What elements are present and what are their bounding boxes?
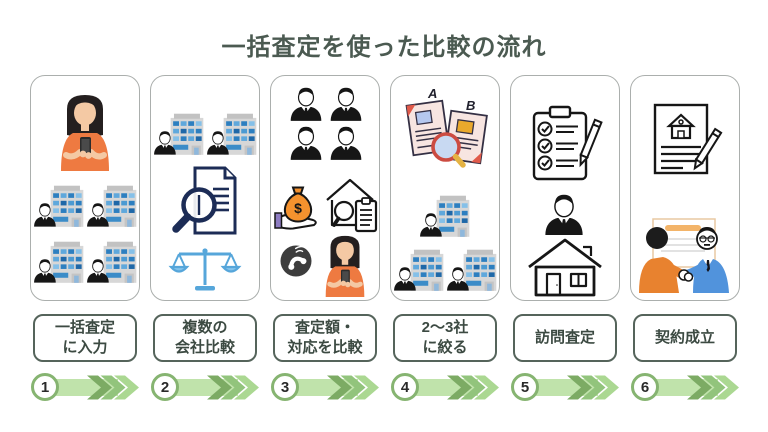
label-line: に入力	[62, 339, 108, 356]
step-number-badge: 1	[31, 373, 59, 401]
document-magnifier-icon	[172, 166, 237, 235]
step-3-panel: $	[270, 75, 380, 301]
balance-scale-icon	[168, 248, 242, 291]
businessperson-icon	[290, 126, 322, 160]
step-2-arrow: 2	[150, 372, 260, 403]
step-column-5: 訪問査定 5	[510, 75, 620, 403]
label-line: 会社比較	[174, 339, 235, 356]
office-building-agent-icon	[87, 242, 136, 283]
label-line: 訪問査定	[534, 329, 595, 346]
step-3-arrow: 3	[270, 372, 380, 403]
businessperson-icon	[330, 87, 362, 121]
step-6-arrow: 6	[630, 372, 740, 403]
businessperson-icon	[330, 126, 362, 160]
businessperson-icon	[290, 87, 322, 121]
doc-a-label: A	[427, 86, 437, 101]
page-title: 一括査定を使った比較の流れ	[221, 34, 547, 61]
step-column-4: A B 2〜3社 に絞る 4	[390, 75, 500, 403]
money-bag-in-hand-icon: $	[274, 186, 317, 230]
label-line: 契約成立	[654, 329, 715, 346]
checklist-clipboard-pencil-icon	[532, 105, 603, 181]
step-column-2: 複数の 会社比較 2	[150, 75, 260, 403]
step-6-label: 契約成立	[633, 314, 737, 362]
woman-using-smartphone-icon	[326, 236, 365, 297]
house-appraisal-clipboard-icon	[326, 178, 378, 233]
office-building-agent-icon	[447, 250, 496, 291]
step-5-label: 訪問査定	[513, 314, 617, 362]
step-number-badge: 2	[151, 373, 179, 401]
businessperson-icon	[544, 193, 584, 235]
step-column-6: 契約成立 6	[630, 75, 740, 403]
step-6-panel	[630, 75, 740, 301]
step-5-arrow: 5	[510, 372, 620, 403]
step-1-arrow: 1	[30, 372, 140, 403]
step-1-panel	[30, 75, 140, 301]
step-4-arrow: 4	[390, 372, 500, 403]
office-building-agent-icon	[34, 186, 83, 227]
step-2-panel	[150, 75, 260, 301]
label-line: に絞る	[422, 339, 468, 356]
step-1-label: 一括査定 に入力	[33, 314, 137, 362]
office-building-agent-icon	[34, 242, 83, 283]
step-number-badge: 3	[271, 373, 299, 401]
label-line: 複数の	[182, 319, 228, 336]
step-number-badge: 5	[511, 373, 539, 401]
step-5-panel	[510, 75, 620, 301]
documents-a-b-compare-icon: A B	[405, 86, 488, 168]
step-column-3: $	[270, 75, 380, 403]
label-line: 一括査定	[54, 319, 115, 336]
office-building-agent-icon	[154, 114, 203, 155]
label-line: 2〜3社	[421, 319, 469, 336]
step-number-badge: 4	[391, 373, 419, 401]
label-line: 対応を比較	[287, 339, 363, 356]
doc-b-label: B	[466, 98, 475, 113]
handshake-agreement-icon	[639, 218, 729, 293]
contract-document-pen-icon	[653, 103, 723, 175]
step-4-label: 2〜3社 に絞る	[393, 314, 497, 362]
woman-using-smartphone-icon	[61, 95, 109, 171]
office-building-agent-icon	[394, 250, 443, 291]
steps-row: 一括査定 に入力 1	[30, 75, 740, 403]
step-number-badge: 6	[631, 373, 659, 401]
step-2-label: 複数の 会社比較	[153, 314, 257, 362]
office-building-agent-icon	[87, 186, 136, 227]
office-building-agent-icon	[420, 196, 469, 237]
dollar-sign: $	[294, 200, 302, 216]
label-line: 査定額・	[294, 319, 355, 336]
step-3-label: 査定額・ 対応を比較	[273, 314, 377, 362]
house-outline-icon	[528, 238, 602, 297]
step-column-1: 一括査定 に入力 1	[30, 75, 140, 403]
phone-call-icon	[280, 245, 312, 277]
step-4-panel: A B	[390, 75, 500, 301]
office-building-agent-icon	[207, 114, 256, 155]
